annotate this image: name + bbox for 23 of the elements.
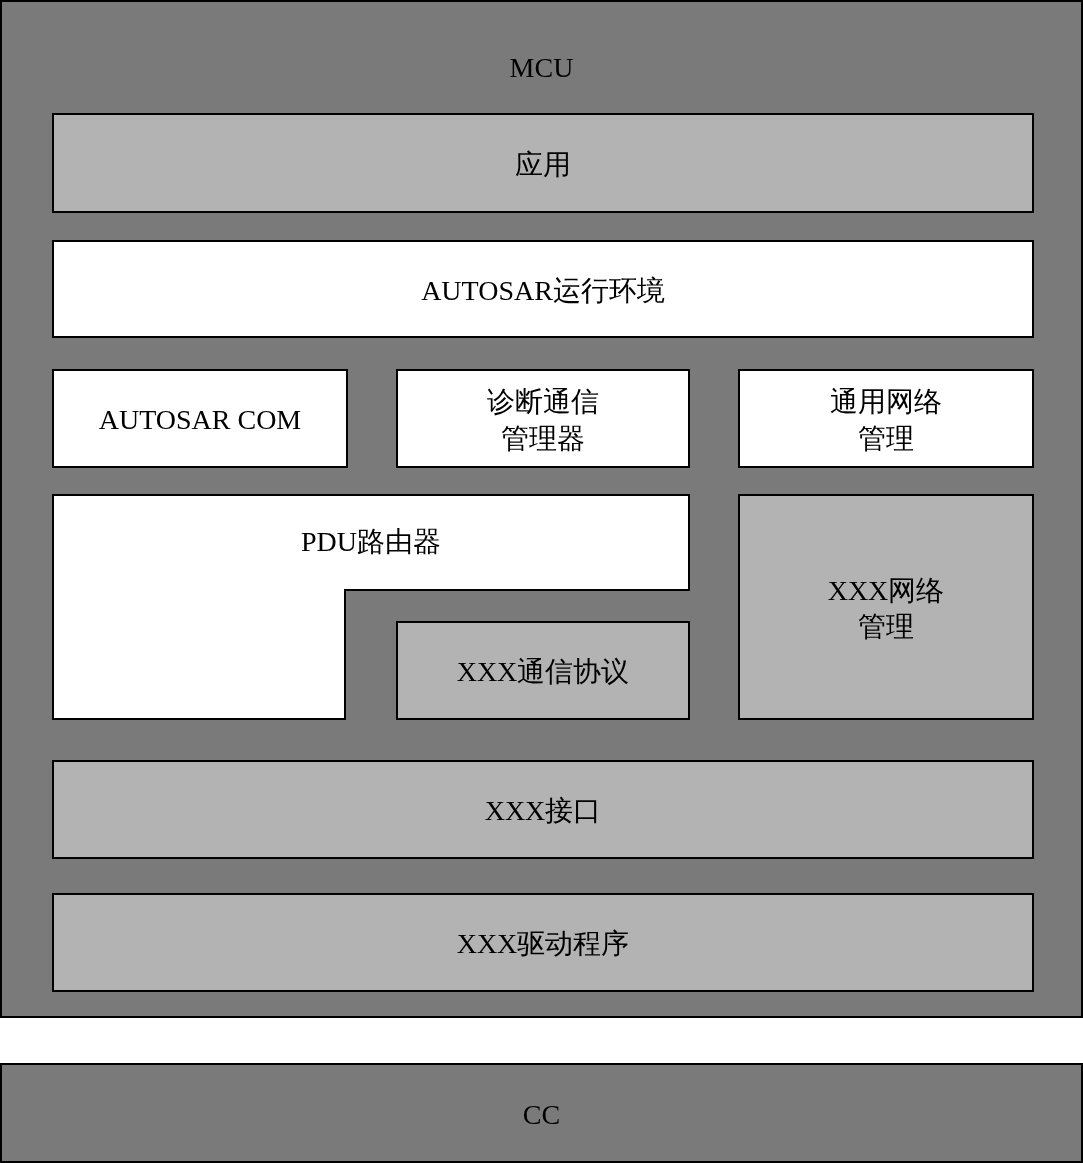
layer-label: AUTOSAR COM	[98, 403, 302, 438]
layer-box	[52, 893, 1034, 992]
layer-label: 应用	[515, 147, 571, 182]
layer-label: 诊断通信管理器	[486, 385, 600, 456]
layer-box	[52, 113, 1034, 213]
layer-label: XXX接口	[484, 794, 602, 829]
layer-box	[0, 1063, 1083, 1163]
layer-box	[396, 621, 690, 720]
layer-label: XXX驱动程序	[456, 927, 630, 962]
layer-box	[52, 240, 1034, 338]
layer-label: PDU路由器	[301, 524, 441, 559]
layer-label: XXX通信协议	[456, 655, 630, 690]
layer-label: AUTOSAR运行环境	[421, 273, 665, 308]
layer-box	[52, 369, 348, 468]
layer-box	[0, 0, 1083, 1018]
layer-box	[738, 369, 1034, 468]
layer-label: 通用网络管理	[829, 385, 943, 456]
layer-box	[396, 369, 690, 468]
layer-box	[738, 494, 1034, 720]
layer-box	[52, 760, 1034, 859]
layer-label: CC	[522, 1097, 561, 1132]
layer-label: XXX网络管理	[826, 573, 946, 644]
layer-label: MCU	[509, 51, 574, 85]
